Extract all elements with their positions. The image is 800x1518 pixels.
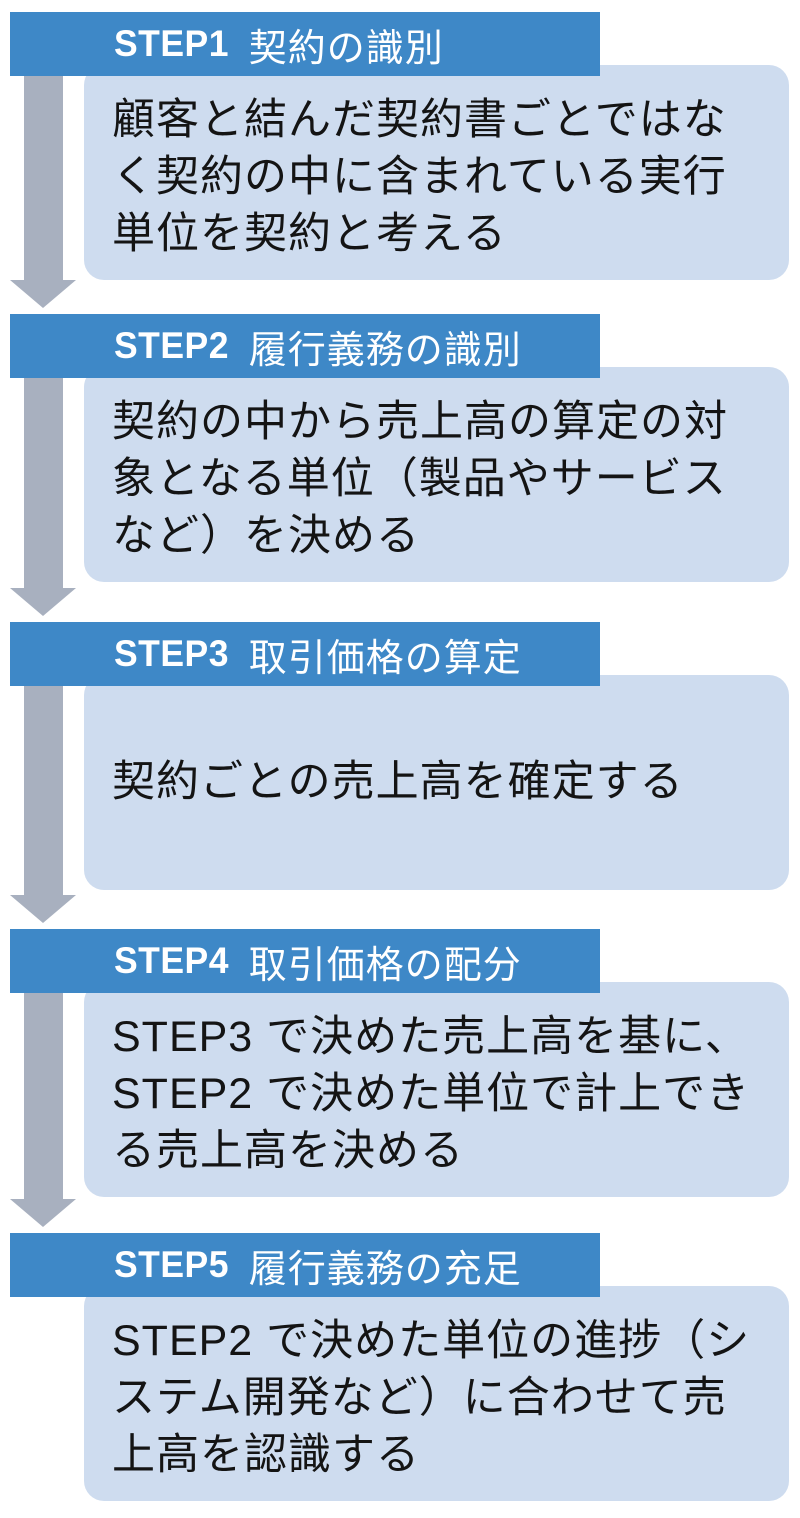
step4-title: 取引価格の配分 (248, 944, 522, 987)
step5-header: STEP5 履行義務の充足 (10, 1233, 600, 1297)
step1-description-line: 単位を契約と考える (112, 210, 507, 258)
step1-header: STEP1 契約の識別 (10, 12, 600, 76)
step3-body: 契約ごとの売上高を確定する (84, 675, 789, 890)
arrow-shaft (23, 75, 63, 280)
arrow-shaft (23, 377, 63, 588)
down-arrow-icon (10, 992, 76, 1227)
arrow-shaft (23, 685, 63, 895)
step5-description-line: STEP2 で決めた単位の進捗（シ (112, 1317, 751, 1365)
arrow-head (10, 895, 76, 923)
step2-title: 履行義務の識別 (248, 329, 522, 372)
arrow-head (10, 1199, 76, 1227)
arrow-shaft (23, 992, 63, 1199)
step5-number: STEP5 (114, 1244, 229, 1285)
step1-number: STEP1 (114, 23, 229, 64)
down-arrow-icon (10, 75, 76, 308)
down-arrow-icon (10, 377, 76, 616)
step1-description-line: 顧客と結んだ契約書ごとではな (112, 96, 727, 144)
step2-description-line: 契約の中から売上高の算定の対 (112, 398, 728, 446)
step5-body: STEP2 で決めた単位の進捗（シ ステム開発など）に合わせて売 上高を認識する (84, 1286, 789, 1501)
step1-title: 契約の識別 (248, 27, 444, 70)
step5-description-line: ステム開発など）に合わせて売 (112, 1374, 727, 1422)
arrow-head (10, 280, 76, 308)
step2-number: STEP2 (114, 325, 229, 366)
step2-body: 契約の中から売上高の算定の対 象となる単位（製品やサービス など）を決める (84, 367, 789, 582)
step1-description-line: く契約の中に含まれている実行 (112, 153, 727, 201)
step3-title: 取引価格の算定 (248, 637, 522, 680)
step4-description-line: る売上高を決める (112, 1127, 464, 1175)
step3-description-line: 契約ごとの売上高を確定する (112, 758, 684, 806)
step5-title: 履行義務の充足 (248, 1248, 522, 1291)
step2-description-line: 象となる単位（製品やサービス (112, 455, 727, 503)
step2-header: STEP2 履行義務の識別 (10, 314, 600, 378)
step4-description-line: STEP3 で決めた売上高を基に、 (112, 1013, 749, 1061)
step4-description-line: STEP2 で決めた単位で計上でき (112, 1070, 751, 1118)
step4-header: STEP4 取引価格の配分 (10, 929, 600, 993)
step3-header: STEP3 取引価格の算定 (10, 622, 600, 686)
step3-number: STEP3 (114, 633, 229, 674)
step4-body: STEP3 で決めた売上高を基に、 STEP2 で決めた単位で計上でき る売上高… (84, 982, 789, 1197)
step5-description-line: 上高を認識する (112, 1431, 420, 1479)
arrow-head (10, 588, 76, 616)
step1-body: 顧客と結んだ契約書ごとではな く契約の中に含まれている実行 単位を契約と考える (84, 65, 789, 280)
step2-description-line: など）を決める (112, 512, 420, 560)
step4-number: STEP4 (114, 940, 229, 981)
down-arrow-icon (10, 685, 76, 923)
